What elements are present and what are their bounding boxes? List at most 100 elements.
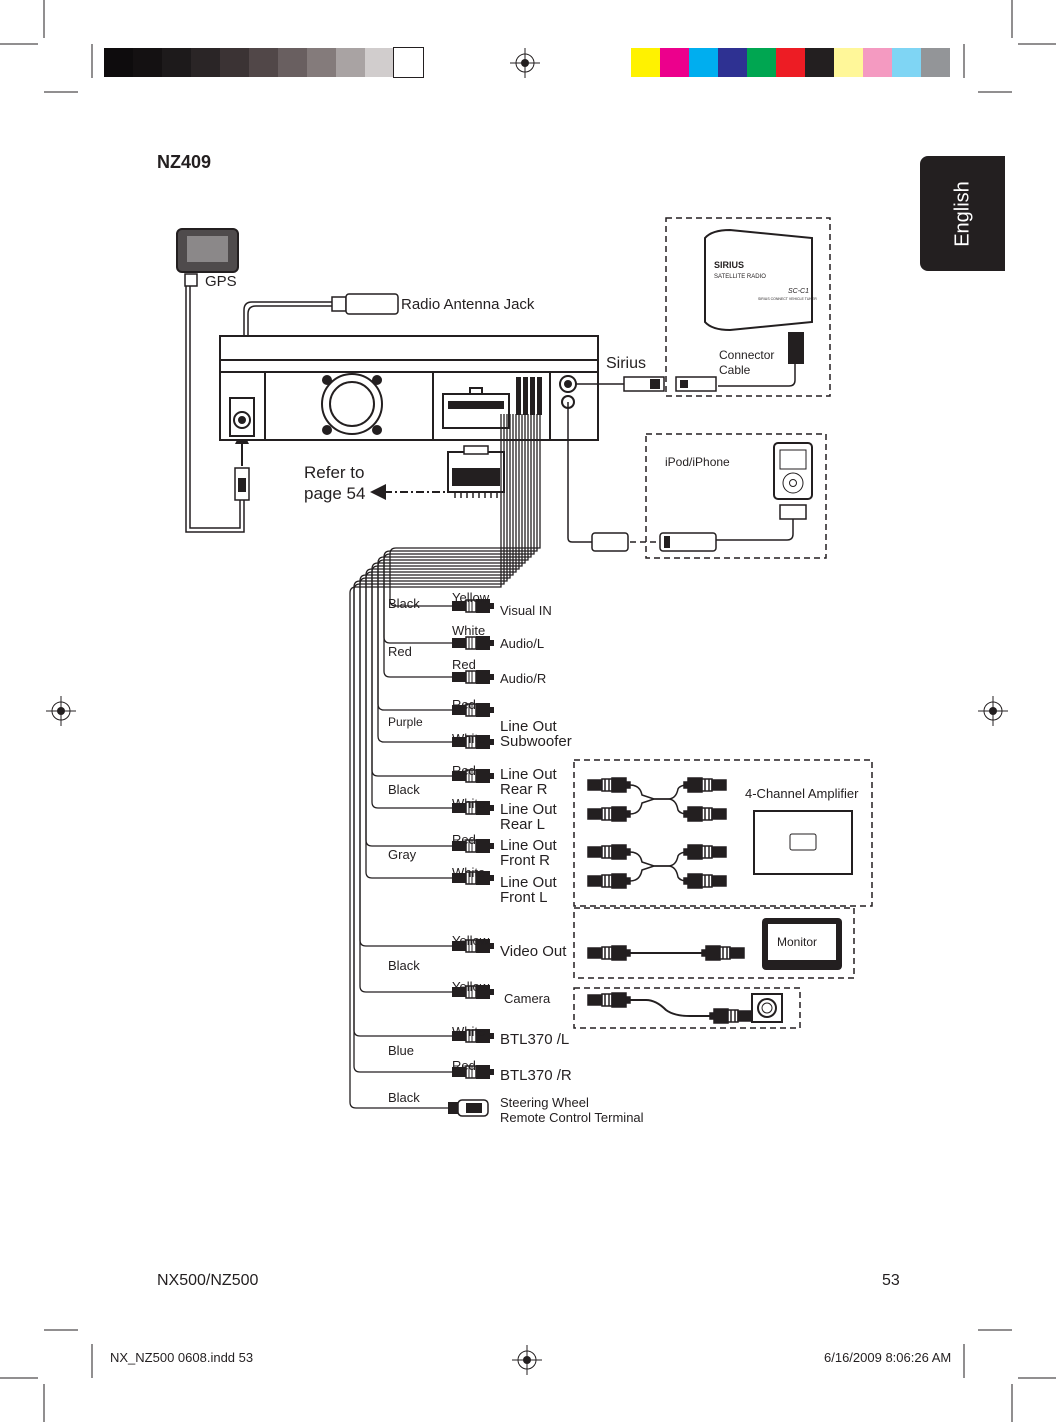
refer-line2: page 54 xyxy=(304,484,365,503)
steering-plug xyxy=(448,1099,489,1117)
ipod-device xyxy=(716,442,813,541)
plug-label-yellow-2: Yellow xyxy=(452,933,490,948)
color-swatch xyxy=(104,48,133,77)
wire-label-purple: Purple xyxy=(388,715,423,729)
color-swatch xyxy=(805,48,834,77)
func-rear-r-1: Line Out xyxy=(500,766,558,783)
radio-antenna-label: Radio Antenna Jack xyxy=(401,296,535,313)
amp-cable xyxy=(629,865,689,882)
wire-label-black-3: Black xyxy=(388,958,420,973)
color-swatch xyxy=(162,48,191,77)
color-swatch xyxy=(660,48,689,77)
wire-label-red-1: Red xyxy=(388,644,412,659)
usb-cable xyxy=(567,402,717,552)
rca-plug xyxy=(683,873,727,889)
color-swatch xyxy=(776,48,805,77)
amp-cable xyxy=(629,798,689,815)
plug-label-white-2: White xyxy=(452,731,485,746)
color-swatch xyxy=(365,48,394,77)
func-visual-in: Visual IN xyxy=(500,603,552,618)
color-swatch xyxy=(631,48,660,77)
color-swatch xyxy=(393,47,424,78)
color-swatch xyxy=(191,48,220,77)
plug-label-yellow-1: Yellow xyxy=(452,590,490,605)
func-rear-l-2: Rear L xyxy=(500,816,545,833)
wire-label-blue: Blue xyxy=(388,1043,414,1058)
wire-label-gray: Gray xyxy=(388,847,417,862)
harness-wire xyxy=(349,414,502,1109)
func-front-l-1: Line Out xyxy=(500,874,558,891)
ipod-box xyxy=(645,433,827,559)
amp-cable xyxy=(629,784,689,800)
plug-label-yellow-3: Yellow xyxy=(452,979,490,994)
plug-label-red-1: Red xyxy=(452,657,476,672)
func-front-l-2: Front L xyxy=(500,889,548,906)
rca-plug xyxy=(683,777,727,793)
func-line-out-sub-1: Line Out xyxy=(500,718,558,735)
monitor-device: Monitor xyxy=(762,918,842,970)
rca-plug xyxy=(451,669,495,685)
wire-label-black-1: Black xyxy=(388,596,420,611)
rca-plug xyxy=(683,806,727,822)
ipod-label: iPod/iPhone xyxy=(665,455,730,469)
rca-plug xyxy=(683,844,727,860)
rca-plug xyxy=(587,992,631,1008)
sirius-tuner: SIRIUS SATELLITE RADIO SC-C1 SIRIUS CONN… xyxy=(704,228,817,364)
color-swatch xyxy=(747,48,776,77)
plug-label-red-4: Red xyxy=(452,832,476,847)
color-swatch xyxy=(834,48,863,77)
rca-plug xyxy=(587,945,631,961)
func-btl-l: BTL370 /L xyxy=(500,1031,569,1048)
registration-mark-icon xyxy=(512,1345,542,1375)
slug-date: 6/16/2009 8:06:26 AM xyxy=(824,1350,952,1365)
monitor-label: Monitor xyxy=(777,935,817,949)
rca-plug xyxy=(587,806,631,822)
gps-label: GPS xyxy=(205,273,237,290)
amp-cable xyxy=(629,851,689,867)
camera-device xyxy=(751,993,783,1023)
func-front-r-1: Line Out xyxy=(500,837,558,854)
func-steering-1: Steering Wheel xyxy=(500,1095,589,1110)
color-swatch xyxy=(133,48,162,77)
rca-plug xyxy=(701,945,745,961)
footer-model: NX500/NZ500 xyxy=(157,1272,259,1289)
plug-label-white-4: White xyxy=(452,865,485,880)
amplifier-box xyxy=(573,759,873,907)
plug-label-white-3: White xyxy=(452,796,485,811)
rca-plug xyxy=(587,844,631,860)
model-title: NZ409 xyxy=(157,152,212,172)
monitor-box xyxy=(573,907,855,979)
func-camera: Camera xyxy=(504,991,551,1006)
power-connector xyxy=(447,445,505,498)
func-audio-r: Audio/R xyxy=(500,671,546,686)
harness-wire xyxy=(389,414,541,607)
sirius-small: SIRIUS CONNECT VEHICLE TUNER xyxy=(758,297,817,301)
func-steering-2: Remote Control Terminal xyxy=(500,1110,644,1125)
wire-harness xyxy=(349,414,541,1109)
connector-label-2: Cable xyxy=(719,363,751,377)
wire-label-black-2: Black xyxy=(388,782,420,797)
registration-mark-icon xyxy=(510,48,540,78)
head-unit-rear xyxy=(219,335,599,441)
color-swatch xyxy=(892,48,921,77)
harness-wire xyxy=(353,414,505,1073)
amplifier-device xyxy=(753,810,853,875)
language-tab: English xyxy=(920,156,1005,271)
plug-label-white-5: White xyxy=(452,1024,485,1039)
refer-line1: Refer to xyxy=(304,463,364,482)
color-swatch xyxy=(921,48,950,77)
sirius-sub: SATELLITE RADIO xyxy=(714,274,766,280)
amplifier-label: 4-Channel Amplifier xyxy=(745,786,859,801)
color-swatch xyxy=(249,48,278,77)
color-swatch xyxy=(307,48,336,77)
color-swatch xyxy=(718,48,747,77)
func-rear-r-2: Rear R xyxy=(500,781,548,798)
registration-mark-icon xyxy=(46,696,76,726)
rca-plug xyxy=(709,1008,753,1024)
func-audio-l: Audio/L xyxy=(500,636,544,651)
rca-plug xyxy=(587,777,631,793)
func-front-r-2: Front R xyxy=(500,852,550,869)
sirius-model: SC-C1 xyxy=(788,288,809,295)
